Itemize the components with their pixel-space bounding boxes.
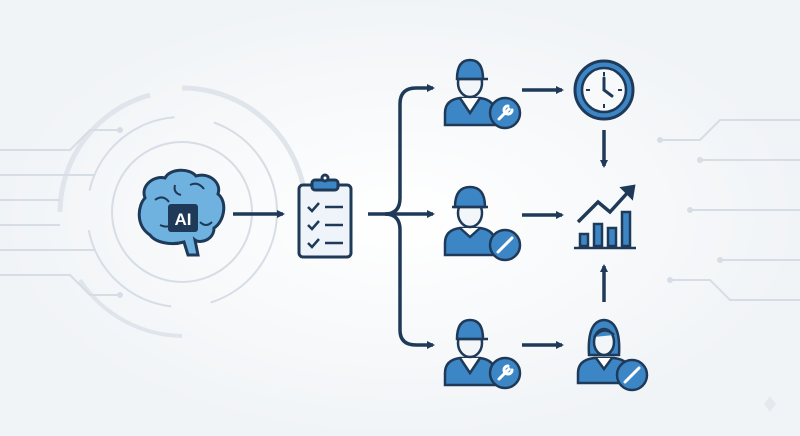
- arrow-tasks-to-worker-top: [384, 84, 435, 216]
- wrench-icon: [488, 356, 522, 390]
- worker-middle: [443, 185, 522, 262]
- sparkle-watermark-icon: [764, 396, 776, 412]
- screwdriver-icon: [488, 228, 522, 262]
- brain-icon: AI: [137, 168, 226, 257]
- clock-icon: [573, 59, 635, 121]
- worker-hardhat-icon: [443, 185, 497, 257]
- clipboard-checklist-icon: [297, 173, 353, 259]
- screwdriver-icon: [615, 358, 649, 392]
- circuit-dots: [117, 127, 723, 298]
- flow-arrows: [233, 84, 608, 349]
- growth-chart-icon: [574, 184, 636, 250]
- arrow-tasks-to-worker-bottom: [384, 212, 435, 349]
- worker-bottom: [443, 318, 522, 390]
- worker-cap-icon: [443, 318, 497, 387]
- worker-top: [443, 58, 522, 130]
- woman-worker: [576, 318, 649, 392]
- ai-chip: [168, 204, 198, 232]
- ai-label: AI: [175, 210, 192, 229]
- wrench-icon: [488, 96, 522, 130]
